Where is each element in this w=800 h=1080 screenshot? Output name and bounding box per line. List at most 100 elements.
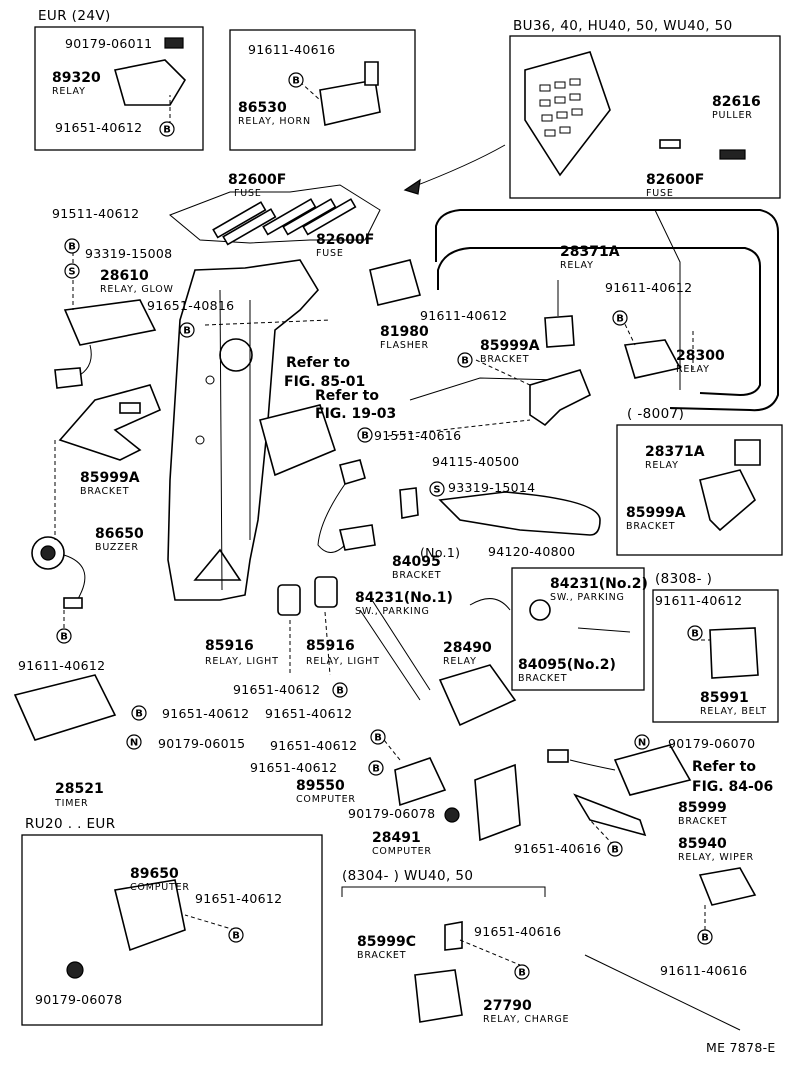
leader-computer: [379, 734, 401, 761]
part-name: FLASHER: [380, 340, 429, 351]
part-number: 91651-40616: [514, 841, 601, 856]
symbol-b-icon: [332, 682, 348, 698]
part-number: 90179-06078: [35, 992, 122, 1007]
part-name: BRACKET: [480, 354, 529, 365]
part-number: 85999C: [357, 934, 416, 950]
nut-90179-06078: [444, 807, 460, 823]
relay-28300-image: [623, 339, 682, 379]
part-number: 28371A: [560, 244, 620, 260]
part-number: 91611-40612: [18, 658, 105, 673]
part-number: 91611-40612: [420, 308, 507, 323]
bracket-hole-3: [195, 435, 205, 445]
nut-90179-06078-ru20: [66, 961, 84, 979]
symbol-letter: B: [232, 931, 240, 942]
part-number: 91651-40816: [147, 298, 234, 313]
relay-28490-image: [438, 664, 517, 727]
bracket-85999C-image: [444, 921, 463, 951]
part-number: 85999A: [626, 505, 686, 521]
part-label-p56: 90179-06078: [35, 992, 122, 1007]
leader-light-2: [324, 611, 331, 676]
part-number: 90179-06011: [65, 36, 152, 51]
part-label-p1: 90179-06011: [65, 36, 152, 51]
symbol-b-icon: [159, 121, 175, 137]
part-label-p29: 94120-40800: [488, 544, 575, 559]
relay-28371A-inset-image: [734, 439, 761, 466]
symbol-letter: B: [691, 629, 699, 640]
part-number: 94115-40500: [432, 454, 519, 469]
part-name: RELAY, LIGHT: [306, 656, 380, 667]
part-number: 84095: [392, 554, 441, 570]
puller-image: [719, 149, 746, 160]
inset-8308: [652, 589, 779, 723]
symbol-b-icon: [687, 625, 703, 641]
part-number: 90179-06078: [348, 806, 435, 821]
part-number: 86650: [95, 526, 144, 542]
parking-switch-no1-image: [339, 524, 376, 551]
light-relay-2-image: [314, 576, 338, 608]
part-number: 82600F: [316, 232, 374, 248]
ref-fig84-b: FIG. 84-06: [692, 779, 773, 795]
symbol-b-icon: [514, 964, 530, 980]
part-name: BRACKET: [357, 950, 406, 961]
symbol-letter: B: [611, 845, 619, 856]
inset-horn-relay: [229, 29, 416, 151]
part-number: 84231(No.1): [355, 590, 453, 606]
part-number: 28521: [55, 781, 104, 797]
horn-relay-bracket: [364, 61, 379, 86]
symbol-letter: S: [68, 267, 75, 278]
inset-bu36: [509, 35, 781, 199]
part-label-p52: 91651-40616 B: [514, 841, 623, 857]
leader-91611-b: [621, 317, 636, 346]
symbol-b-icon: [457, 352, 473, 368]
wires-light: [359, 599, 431, 701]
symbol-b-icon: [64, 238, 80, 254]
part-number: 89320: [52, 70, 101, 86]
symbol-n-icon: [126, 734, 142, 750]
symbol-letter: B: [374, 733, 382, 744]
symbol-b-icon: [179, 322, 195, 338]
symbol-letter: B: [518, 968, 526, 979]
symbol-b-icon: [368, 760, 384, 776]
part-name: BRACKET: [626, 521, 675, 532]
part-number: 89650: [130, 866, 179, 882]
part-label-p41: 91651-40612: [265, 706, 352, 721]
part-name: RELAY, LIGHT: [205, 656, 279, 667]
bracket-85999A-slot: [119, 402, 141, 414]
leader-91611-a: [475, 359, 531, 386]
part-name: RELAY, CHARGE: [483, 1014, 569, 1025]
bracket-hole-2: [205, 375, 215, 385]
symbol-letter: B: [292, 76, 300, 87]
wiper-connector: [547, 749, 569, 763]
part-number: 85916: [205, 638, 254, 654]
ref-fig19-b: FIG. 19-03: [315, 406, 396, 422]
arrow-parking-no2: [469, 598, 511, 611]
inset-parking-no2: [511, 567, 645, 691]
part-number: 27790: [483, 998, 532, 1014]
part-name: RELAY: [560, 260, 594, 271]
horn-relay-image: [319, 79, 381, 126]
buzzer-center: [40, 545, 56, 561]
header-eur24v: EUR (24V): [38, 8, 111, 24]
part-number: 94120-40800: [488, 544, 575, 559]
body-line-1: [409, 377, 561, 401]
part-number: 81980: [380, 324, 429, 340]
symbol-letter: B: [461, 356, 469, 367]
relay-wiper-image: [698, 867, 757, 906]
part-number: 91651-40612: [250, 760, 337, 775]
part-number: 91611-40612: [655, 593, 742, 608]
switch-connector-image: [339, 459, 366, 486]
